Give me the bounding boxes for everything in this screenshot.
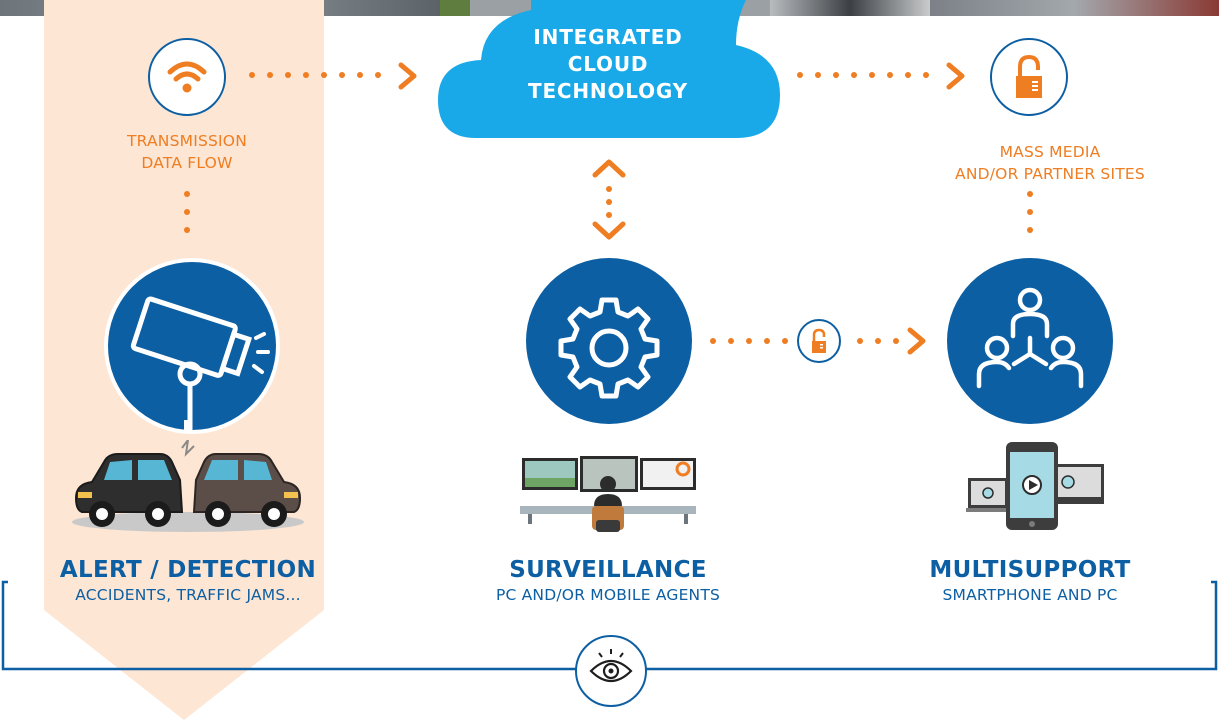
- security-camera-icon: [130, 296, 270, 434]
- cloud-label: INTEGRATED CLOUD TECHNOLOGY: [480, 24, 736, 105]
- multisupport-title: MULTISUPPORT: [929, 557, 1131, 583]
- flow-dots-secure-left: [710, 338, 788, 344]
- transmission-label-line2: DATA FLOW: [141, 154, 233, 172]
- multisupport-subtitle: SMARTPHONE AND PC: [942, 586, 1118, 604]
- secure-media-badge: [990, 38, 1068, 116]
- secure-link-badge: [797, 319, 841, 363]
- cloud-label-line3: TECHNOLOGY: [528, 79, 688, 103]
- eye-icon: [589, 649, 633, 683]
- lock-icon: [812, 328, 826, 353]
- alert-subtitle: ACCIDENTS, TRAFFIC JAMS...: [75, 586, 301, 604]
- surveillance-title: SURVEILLANCE: [509, 557, 707, 583]
- alert-title: ALERT / DETECTION: [59, 557, 317, 583]
- bidirectional-arrow-icon: [592, 159, 626, 240]
- flow-dots-secure-right: [857, 338, 899, 344]
- control-room-illustration: [520, 456, 696, 532]
- cloud-label-line2: CLOUD: [567, 52, 649, 76]
- surveillance-circle: [526, 258, 692, 424]
- transmission-label-line1: TRANSMISSION: [126, 132, 248, 150]
- transmission-label: TRANSMISSION DATA FLOW: [87, 130, 287, 174]
- cloud-shape: [438, 0, 780, 138]
- devices-illustration: [966, 442, 1104, 530]
- monitoring-eye-badge: [575, 635, 647, 707]
- flow-dots-to-media: [797, 72, 929, 78]
- camera-circle: [104, 258, 280, 434]
- lock-icon: [1016, 54, 1042, 98]
- car-crash-illustration: [72, 440, 304, 532]
- transmission-badge: [148, 38, 226, 116]
- gear-icon: [558, 297, 660, 399]
- camera-pole: [184, 420, 190, 430]
- cloud-label-line1: INTEGRATED: [533, 25, 683, 49]
- mass-media-label-line1: MASS MEDIA: [999, 143, 1101, 161]
- flow-dots-down-left: [184, 191, 190, 233]
- people-network-icon: [976, 287, 1084, 389]
- arrow-right-icon: [398, 62, 417, 90]
- flow-dots-down-right: [1027, 191, 1033, 233]
- multisupport-circle: [947, 258, 1113, 424]
- flow-dots-to-cloud: [249, 72, 381, 78]
- wifi-icon: [167, 61, 207, 93]
- arrow-right-icon: [907, 327, 926, 355]
- mass-media-label-line2: AND/OR PARTNER SITES: [955, 165, 1145, 183]
- mass-media-label: MASS MEDIA AND/OR PARTNER SITES: [900, 141, 1200, 185]
- surveillance-subtitle: PC AND/OR MOBILE AGENTS: [495, 586, 721, 604]
- arrow-right-icon: [946, 62, 965, 90]
